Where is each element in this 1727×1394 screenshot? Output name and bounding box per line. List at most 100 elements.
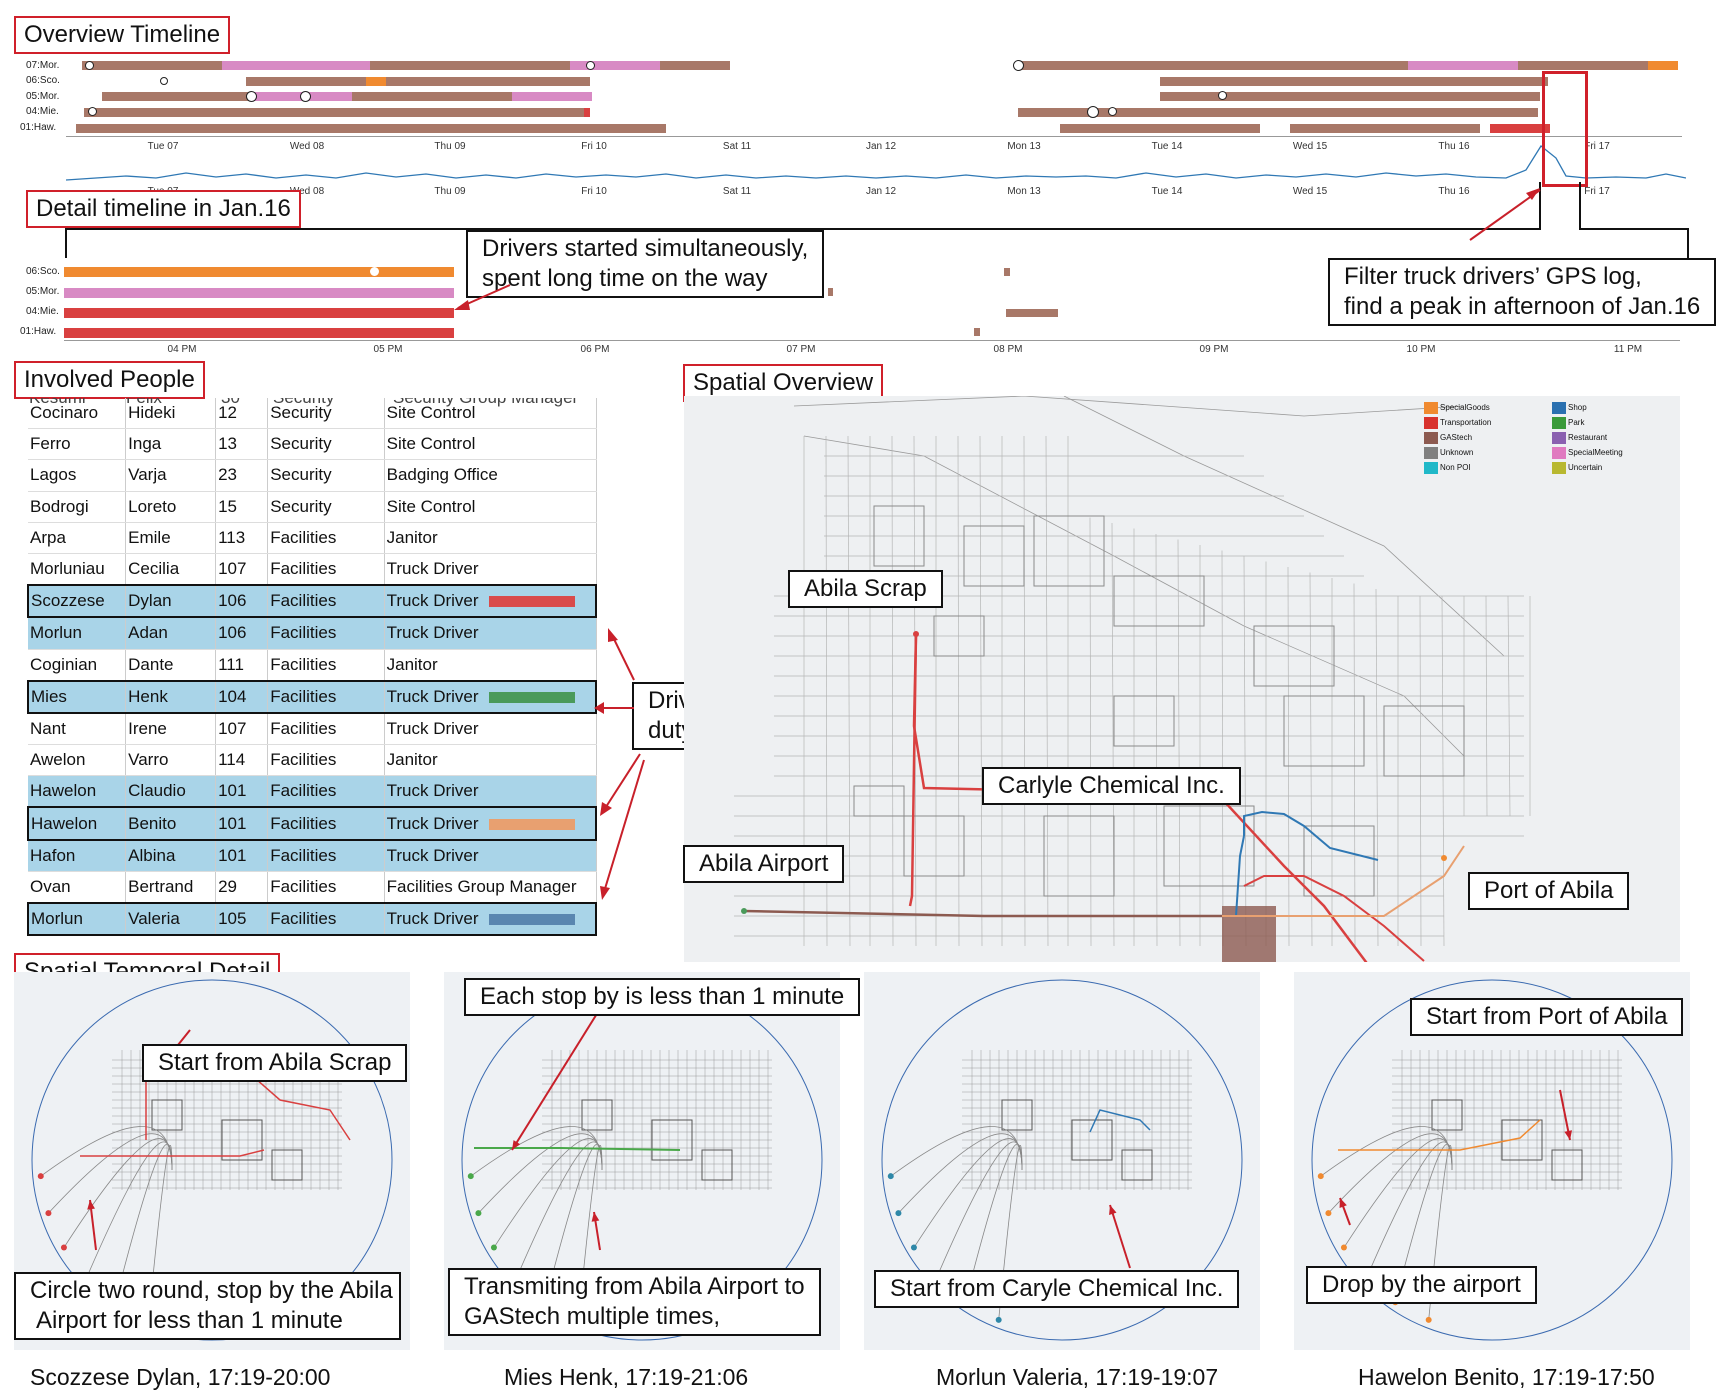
activity-bar xyxy=(136,124,596,133)
st-callout-start-scrap: Start from Abila Scrap xyxy=(142,1044,408,1082)
cell-title: Truck Driver xyxy=(386,686,479,706)
callout-line: Transmiting from Abila Airport to xyxy=(464,1273,805,1300)
cell-first-name: Varja xyxy=(128,465,167,485)
stop-marker xyxy=(370,267,379,276)
activity-bar xyxy=(64,328,454,338)
legend-label: SpecialGoods xyxy=(1440,403,1490,413)
activity-bar xyxy=(1490,124,1550,133)
cell-last-name: Scozzese xyxy=(31,591,105,611)
activity-bar xyxy=(1160,92,1540,101)
cell-title: Truck Driver xyxy=(386,591,479,611)
row-label: 01:Haw. xyxy=(20,326,57,337)
legend-label: Uncertain xyxy=(1568,463,1603,473)
gastech-poi[interactable] xyxy=(1222,906,1276,962)
partial-cell: 30 xyxy=(221,398,240,408)
legend-item: Restaurant xyxy=(1552,432,1607,444)
route-hawelon[interactable] xyxy=(1222,845,1465,917)
cell-id: 13 xyxy=(218,434,238,454)
on-duty-arrows xyxy=(594,628,645,900)
activity-bar xyxy=(246,77,366,86)
axis-tick: Wed 08 xyxy=(289,186,325,197)
peak-highlight-box[interactable] xyxy=(1542,71,1588,187)
axis-tick: 05 PM xyxy=(373,344,403,355)
route-color-swatch xyxy=(488,691,575,703)
legend-swatch xyxy=(1552,417,1566,429)
axis-tick: Sat 11 xyxy=(722,186,752,197)
gps-activity-sparkline[interactable] xyxy=(66,140,1686,188)
cell-title: Truck Driver xyxy=(386,559,479,579)
route-morlun[interactable] xyxy=(1243,810,1379,861)
legend-label: SpecialMeeting xyxy=(1568,448,1623,458)
cell-last-name: Morlun xyxy=(30,623,82,643)
callout-arrow xyxy=(454,284,511,310)
activity-bar xyxy=(1360,77,1510,86)
st-callout-each-stop: Each stop by is less than 1 minute xyxy=(464,978,861,1016)
cell-first-name: Inga xyxy=(128,434,162,454)
activity-bar xyxy=(370,61,570,70)
route-mies[interactable] xyxy=(743,909,1222,918)
axis-tick: Wed 08 xyxy=(289,141,325,152)
cell-last-name: Hawelon xyxy=(30,781,97,801)
callout-line: Drivers started simultaneously, xyxy=(482,235,809,262)
cell-last-name: Cocinaro xyxy=(30,403,99,423)
cell-id: 105 xyxy=(218,909,247,929)
activity-bar xyxy=(974,328,980,336)
cell-department: Facilities xyxy=(270,750,337,770)
cell-department: Security xyxy=(270,496,332,516)
legend-item: Non POI xyxy=(1424,462,1471,474)
stop-marker xyxy=(85,61,94,70)
cell-first-name: Henk xyxy=(128,686,168,706)
activity-bar xyxy=(102,92,252,101)
stop-marker xyxy=(300,91,311,102)
axis-tick: Mon 13 xyxy=(1007,141,1041,152)
cell-last-name: Arpa xyxy=(30,527,66,547)
cell-id: 101 xyxy=(218,813,247,833)
overview-axis-line xyxy=(66,136,1682,137)
detail-timeline-label: Detail timeline in Jan.16 xyxy=(26,190,301,228)
cell-department: Security xyxy=(270,434,332,454)
axis-tick: 10 PM xyxy=(1406,344,1436,355)
stop-marker xyxy=(88,107,97,116)
partial-cell: Security xyxy=(273,398,334,408)
axis-tick: Tue 14 xyxy=(1151,141,1183,152)
activity-bar xyxy=(1060,124,1130,133)
cell-first-name: Emile xyxy=(128,527,171,547)
cell-first-name: Valeria xyxy=(128,909,180,929)
cell-title: Site Control xyxy=(386,496,476,516)
cell-title: Truck Driver xyxy=(386,813,479,833)
activity-bar xyxy=(660,61,730,70)
stop-marker xyxy=(1218,91,1227,100)
cell-first-name: Adan xyxy=(128,623,168,643)
cell-last-name: Awelon xyxy=(30,750,86,770)
cell-department: Facilities xyxy=(270,781,337,801)
cell-id: 104 xyxy=(218,686,247,706)
activity-bar xyxy=(1018,61,1408,70)
cell-id: 111 xyxy=(218,654,244,674)
route-scozzese-2[interactable] xyxy=(908,633,918,907)
cell-title: Truck Driver xyxy=(386,718,479,738)
cell-last-name: Lagos xyxy=(30,465,77,485)
cell-first-name: Loreto xyxy=(128,496,177,516)
axis-tick: Thu 16 xyxy=(1438,141,1470,152)
axis-tick: Mon 13 xyxy=(1007,186,1041,197)
cell-first-name: Irene xyxy=(128,718,167,738)
activity-bar xyxy=(352,92,512,101)
